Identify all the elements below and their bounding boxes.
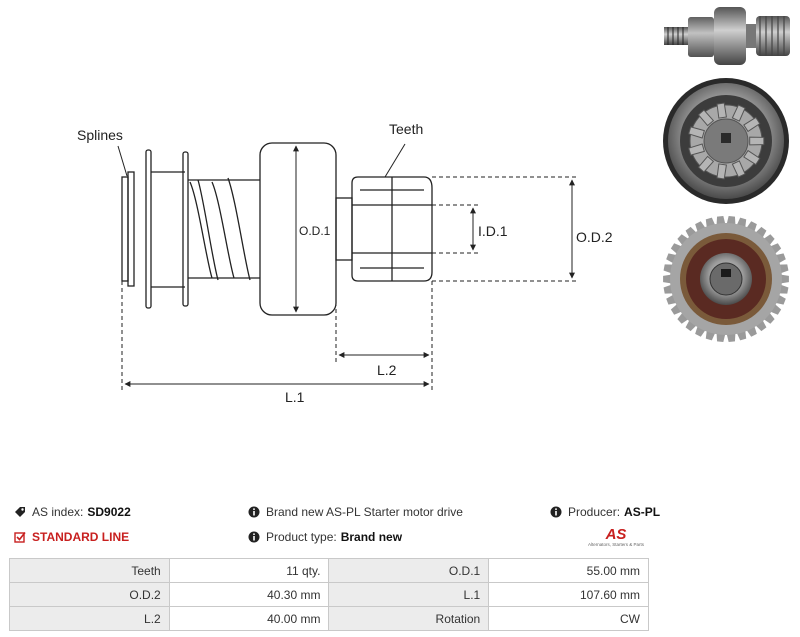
gear-tooth xyxy=(755,320,767,332)
gear-tooth xyxy=(663,274,672,284)
standard-line-label: STANDARD LINE xyxy=(32,530,130,544)
gear-tooth xyxy=(688,143,705,156)
gear-tooth xyxy=(716,102,727,119)
table-row: L.2 40.00 mm Rotation CW xyxy=(9,606,649,631)
info-icon xyxy=(550,506,562,518)
gear-tooth xyxy=(670,243,682,254)
tag-icon xyxy=(15,507,25,517)
table-row: O.D.2 40.30 mm L.1 107.60 mm xyxy=(9,582,649,607)
spec-value: 40.30 mm xyxy=(168,582,330,607)
label-id1: I.D.1 xyxy=(478,223,508,239)
product-type-row: Product type: Brand new xyxy=(248,530,402,544)
spec-key: O.D.1 xyxy=(328,558,490,583)
spec-value: 107.60 mm xyxy=(488,582,649,607)
standard-line-row: STANDARD LINE xyxy=(14,530,129,544)
gear-tooth xyxy=(716,333,726,342)
as-index-row: AS index: SD9022 xyxy=(14,505,131,519)
label-l2: L.2 xyxy=(377,362,397,378)
spec-value: 40.00 mm xyxy=(168,606,330,631)
gear-tooth xyxy=(749,136,765,146)
photo-side-view xyxy=(664,7,790,65)
spec-value: 55.00 mm xyxy=(488,558,649,583)
as-index-value: SD9022 xyxy=(87,505,131,519)
description-row: Brand new AS-PL Starter motor drive xyxy=(248,505,463,519)
gear-tooth xyxy=(731,104,746,122)
specs-table: Teeth 11 qty. O.D.1 55.00 mm O.D.2 40.30… xyxy=(9,558,649,631)
checkbox-checked-icon xyxy=(14,532,26,543)
label-splines: Splines xyxy=(77,127,123,143)
gear-tooth xyxy=(726,216,736,225)
gear-tooth xyxy=(755,226,767,238)
spec-value: 11 qty. xyxy=(168,558,330,583)
label-l1: L.1 xyxy=(285,389,305,405)
gear-tooth xyxy=(780,274,789,284)
table-row: Teeth 11 qty. O.D.1 55.00 mm xyxy=(9,558,649,583)
spec-key: L.2 xyxy=(9,606,170,631)
dimension-lines xyxy=(117,143,578,390)
gear-tooth xyxy=(677,234,689,246)
producer-value: AS-PL xyxy=(624,505,661,519)
gear-tooth xyxy=(697,155,715,173)
spec-key: Rotation xyxy=(328,606,490,631)
gear-tooth xyxy=(726,333,736,342)
logo-tagline: Alternators, Starters & Parts xyxy=(587,542,645,547)
spec-key: O.D.2 xyxy=(9,582,170,607)
gear-tooth xyxy=(763,312,775,324)
label-od2: O.D.2 xyxy=(576,229,613,245)
gear-tooth xyxy=(770,243,782,254)
description-text: Brand new AS-PL Starter motor drive xyxy=(266,505,463,519)
producer-row: Producer: AS-PL xyxy=(550,505,660,519)
gear-tooth xyxy=(763,234,775,246)
spec-value: CW xyxy=(488,606,649,631)
gear-tooth xyxy=(685,320,697,332)
gear-tooth xyxy=(688,126,705,139)
spec-key: L.1 xyxy=(328,582,490,607)
gear-tooth xyxy=(685,226,697,238)
logo-mark: AS xyxy=(605,526,627,543)
label-od1: O.D.1 xyxy=(299,224,331,238)
gear-tooth xyxy=(770,304,782,315)
gear-tooth xyxy=(677,312,689,324)
gear-tooth xyxy=(731,160,746,178)
gear-tooth xyxy=(743,116,761,133)
photo-rear-end-view xyxy=(663,216,789,342)
photo-pinion-end-view xyxy=(663,78,789,204)
producer-label: Producer: xyxy=(568,505,621,519)
as-index-label: AS index: xyxy=(32,505,84,519)
as-pl-logo: AS Alternators, Starters & Parts xyxy=(580,527,652,553)
drive-outline xyxy=(121,142,433,316)
info-icon xyxy=(248,506,260,518)
gear-tooth xyxy=(716,216,726,225)
gear-tooth xyxy=(743,149,761,166)
gear-tooth xyxy=(670,304,682,315)
product-type-label: Product type: xyxy=(266,530,337,544)
info-icon xyxy=(248,531,260,543)
gear-tooth xyxy=(697,109,715,127)
spec-key: Teeth xyxy=(9,558,170,583)
gear-tooth xyxy=(716,163,727,180)
product-info: AS index: SD9022 STANDARD LINE Brand new… xyxy=(14,503,660,555)
product-type-value: Brand new xyxy=(340,530,403,544)
technical-drawing: Splines Teeth O.D.1 I.D.1 O.D.2 L.2 L.1 xyxy=(77,7,790,405)
label-teeth: Teeth xyxy=(389,121,423,137)
